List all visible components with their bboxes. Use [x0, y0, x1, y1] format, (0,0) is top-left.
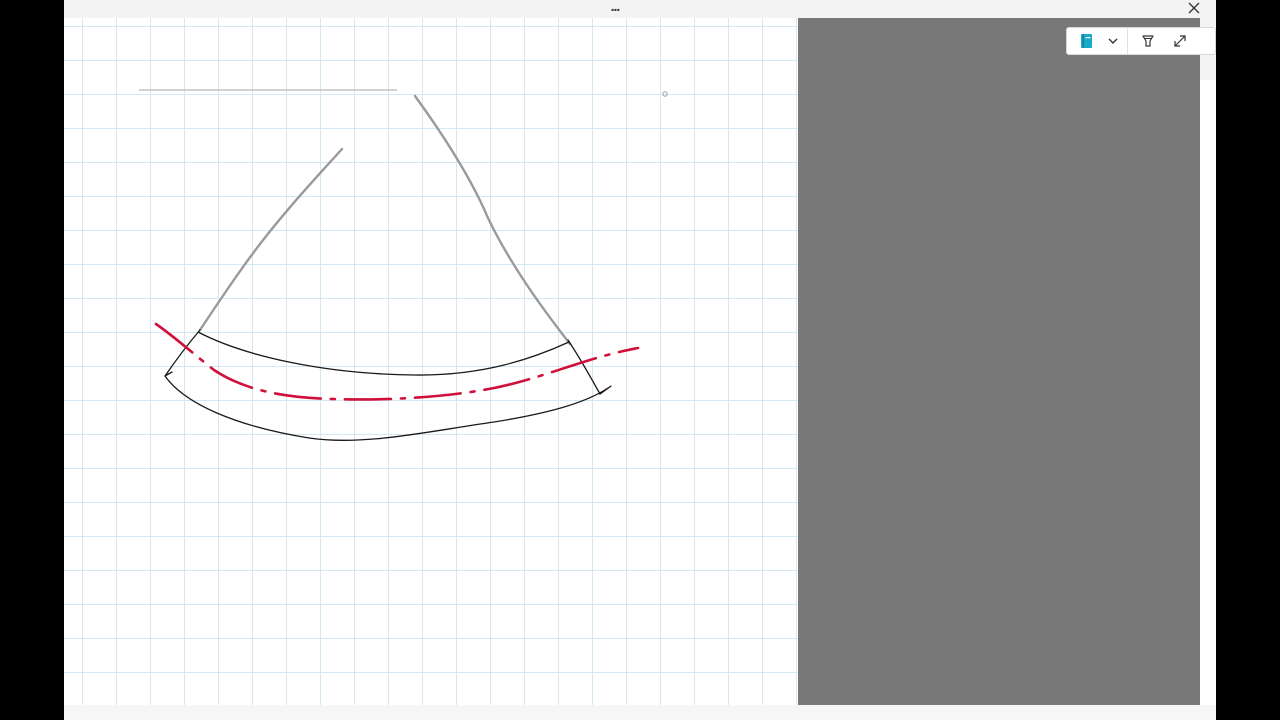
- black-top-curve: [197, 331, 570, 376]
- expand-button[interactable]: [1167, 28, 1193, 54]
- more-options-button[interactable]: ...: [610, 0, 621, 14]
- drawing-canvas[interactable]: [64, 18, 798, 705]
- ink-layer: [139, 89, 668, 442]
- scrollbar-track[interactable]: [1200, 80, 1216, 705]
- close-button[interactable]: [1182, 0, 1206, 18]
- expand-icon: [1174, 35, 1186, 47]
- ink-dot: [662, 91, 668, 97]
- pen-icon: [1142, 35, 1154, 47]
- ink-toolbar: [1066, 27, 1216, 55]
- notebook-icon: [1081, 34, 1092, 48]
- app-window: ...: [64, 0, 1216, 720]
- gray-left-stroke: [198, 147, 344, 332]
- close-icon: [1188, 2, 1200, 14]
- black-bottom-curve: [164, 375, 609, 442]
- black-right-end: [567, 339, 612, 395]
- black-left-end: [164, 329, 201, 377]
- gray-right-stroke: [413, 94, 572, 346]
- side-panel: [798, 18, 1200, 705]
- pen-tool-button[interactable]: [1135, 28, 1161, 54]
- chevron-down-icon: [1108, 38, 1118, 44]
- notebook-picker-button[interactable]: [1071, 28, 1128, 54]
- red-centerline: [154, 322, 640, 401]
- title-bar: ...: [64, 0, 1216, 18]
- bottom-bar: [64, 705, 1216, 720]
